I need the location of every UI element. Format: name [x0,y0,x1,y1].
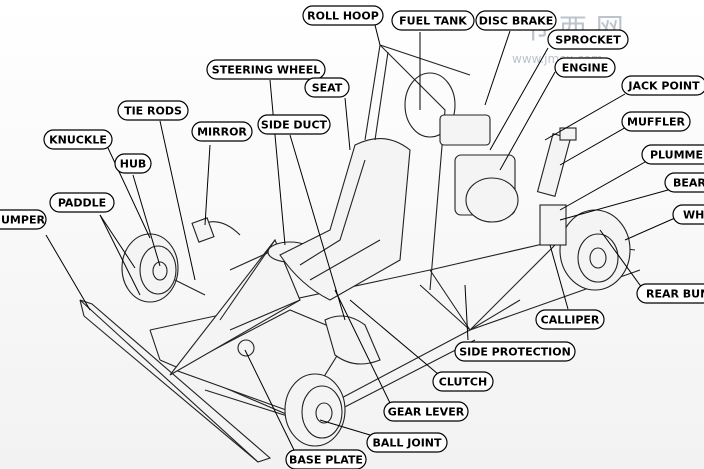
label-paddle-text: PADDLE [58,197,106,210]
label-hub-text: HUB [120,158,147,171]
muffler-part [536,127,577,197]
label-plummer-text: PLUMMER [650,149,704,162]
front-left-wheel-part [121,233,206,303]
label-seat: SEAT [304,77,350,98]
label-front-bumper-text: UMPER [1,214,45,227]
label-steering-wheel: STEERING WHEEL [206,59,326,80]
label-muffler-text: MUFFLER [627,116,685,129]
label-tie-rods-text: TIE RODS [124,105,182,118]
kart-illustration [79,43,641,463]
label-seat-text: SEAT [312,82,343,95]
label-fuel-tank: FUEL TANK [391,10,475,31]
label-tie-rods: TIE RODS [117,100,189,121]
label-rear-bumper-text: REAR BUM [646,288,704,301]
label-muffler: MUFFLER [621,111,691,132]
rear-left-wheel-part [404,72,456,138]
label-clutch: CLUTCH [432,371,494,392]
label-side-protection: SIDE PROTECTION [454,341,576,362]
label-jack-point-text: JACK POINT [627,80,700,93]
label-disc-brake-text: DISC BRAKE [479,15,553,28]
label-engine: ENGINE [554,57,616,78]
label-knuckle: KNUCKLE [43,129,113,150]
label-wheel: WH [672,204,704,225]
label-clutch-text: CLUTCH [439,376,487,389]
label-front-bumper: UMPER [0,209,47,230]
front-right-wheel-part [237,339,346,447]
label-roll-hoop-text: ROLL HOOP [307,10,379,23]
label-side-duct: SIDE DUCT [257,114,331,135]
roll-hoop-part [364,43,471,291]
label-fuel-tank-text: FUEL TANK [399,15,467,28]
label-plummer: PLUMMER [641,144,704,165]
label-gear-lever-text: GEAR LEVER [388,406,465,419]
label-knuckle-text: KNUCKLE [49,134,107,147]
label-engine-text: ENGINE [562,62,609,75]
label-mirror: MIRROR [191,121,253,142]
label-ball-joint: BALL JOINT [366,432,448,453]
label-gear-lever: GEAR LEVER [383,401,469,422]
label-base-plate-text: BASE PLATE [289,454,363,467]
label-mirror-text: MIRROR [197,126,247,139]
label-side-protection-text: SIDE PROTECTION [459,346,571,359]
side-protection-part [419,284,521,331]
label-ball-joint-text: BALL JOINT [373,437,442,450]
label-sprocket: SPROCKET [547,29,629,50]
label-side-duct-text: SIDE DUCT [261,119,328,132]
label-bearing-text: BEAR [673,177,704,190]
side-duct-part [324,315,381,365]
seat-part [279,138,411,301]
front-bumper-part [79,299,272,463]
label-roll-hoop: ROLL HOOP [302,5,384,26]
label-disc-brake: DISC BRAKE [475,10,557,31]
label-sprocket-text: SPROCKET [555,34,621,47]
label-calliper: CALLIPER [535,309,605,330]
label-wheel-text: WH [683,209,704,222]
label-bearing: BEAR [664,172,704,193]
leader-lines [45,24,676,453]
label-paddle: PADDLE [49,192,115,213]
label-rear-bumper: REAR BUM [636,283,704,304]
label-base-plate: BASE PLATE [285,449,367,469]
label-jack-point: JACK POINT [621,75,704,96]
label-steering-wheel-text: STEERING WHEEL [212,64,320,77]
label-calliper-text: CALLIPER [541,314,600,327]
label-hub: HUB [114,153,152,174]
